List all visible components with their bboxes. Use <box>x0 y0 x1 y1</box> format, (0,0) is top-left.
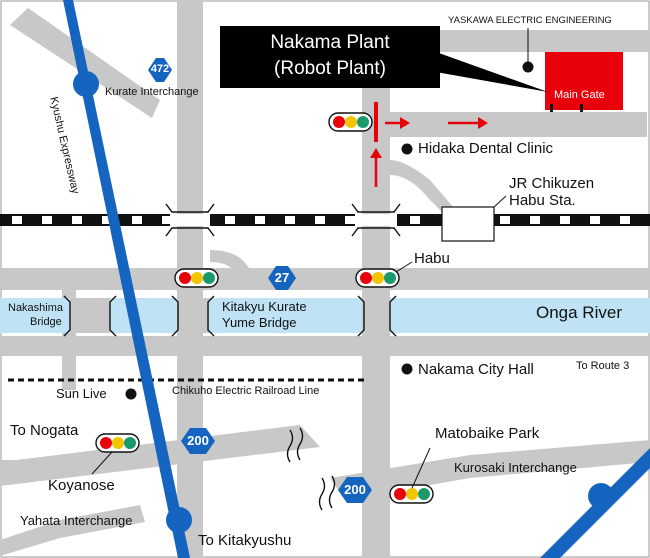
bridge-nakashima <box>70 298 110 333</box>
route-shields <box>148 58 372 503</box>
traffic-light-matobaike <box>389 484 434 504</box>
dot-city-hall <box>401 363 413 375</box>
road-plant-access <box>362 112 647 137</box>
road-top-east <box>440 30 650 52</box>
label-onga-river: Onga River <box>536 303 622 322</box>
shield-472-shape <box>148 58 172 82</box>
callout-title: Nakama Plant <box>270 32 390 53</box>
label-habu: Habu <box>414 250 450 267</box>
kyushu-expressway <box>63 0 190 558</box>
interchange-yahata <box>166 507 192 533</box>
label-main-gate: Main Gate <box>554 89 605 101</box>
interchange-kurate <box>73 71 99 97</box>
poi-dots <box>125 61 534 400</box>
road-curve-habu <box>210 250 250 272</box>
shield-200-east-label: 200 <box>344 482 366 497</box>
label-to-nogata: To Nogata <box>10 422 79 439</box>
dot-dental <box>401 143 413 155</box>
shield-27-shape <box>268 266 296 290</box>
bridge-habu <box>362 298 390 333</box>
jr-railway <box>0 195 650 242</box>
dot-yaskawa <box>522 61 534 73</box>
plant-callout: Nakama Plant (Robot Plant) <box>220 26 440 88</box>
traffic-light-plant <box>328 112 373 132</box>
traffic-light-koyanose <box>95 433 140 453</box>
label-matobaike: Matobaike Park <box>435 425 540 442</box>
label-kitakyu-2: Yume Bridge <box>222 315 297 330</box>
label-kurate-ic: Kurate Interchange <box>105 86 199 98</box>
label-yaskawa: YASKAWA ELECTRIC ENGINEERING <box>448 15 612 26</box>
rail-ties <box>12 216 630 224</box>
label-station-2: Habu Sta. <box>509 192 576 209</box>
shield-27-label: 27 <box>274 270 290 285</box>
road-yahata <box>0 505 145 556</box>
label-kitakyu-1: Kitakyu Kurate <box>222 299 307 314</box>
label-koyanose: Koyanose <box>48 477 115 494</box>
label-to-kitakyushu: To Kitakyushu <box>198 532 292 549</box>
main-gate-building <box>545 52 623 110</box>
label-chikuho: Chikuho Electric Railroad Line <box>172 385 320 397</box>
shield-200-west-shape <box>181 428 215 454</box>
label-yahata-ic: Yahata Interchange <box>20 513 133 528</box>
callout-pointer <box>436 52 548 92</box>
shield-200-west-label: 200 <box>187 433 209 448</box>
bridge-route-472 <box>177 298 209 333</box>
label-city-hall: Nakama City Hall <box>418 361 534 378</box>
traffic-light-habu <box>355 268 400 288</box>
label-kurosaki-ic: Kurosaki Interchange <box>454 460 577 475</box>
road-route-27 <box>0 268 650 290</box>
traffic-light-kurate <box>174 268 219 288</box>
traffic-lights <box>95 112 434 504</box>
label-sun-live: Sun Live <box>56 386 107 401</box>
road-to-station <box>390 160 460 215</box>
label-nakashima-1: Nakashima <box>8 302 64 314</box>
station-building <box>441 206 495 242</box>
leader-lines <box>91 28 529 489</box>
road-south-bank <box>0 336 650 356</box>
label-nakashima-2: Bridge <box>30 316 62 328</box>
label-station-1: JR Chikuzen <box>509 175 595 192</box>
callout-subtitle: (Robot Plant) <box>274 58 386 79</box>
creek-marks <box>286 427 336 511</box>
bridge-brackets <box>63 295 397 337</box>
interchange-kurosaki <box>588 483 614 509</box>
bridges <box>70 298 390 333</box>
shield-472-label: 472 <box>150 63 170 75</box>
plant-route-arrows <box>370 102 488 187</box>
label-dental: Hidaka Dental Clinic <box>418 140 554 157</box>
shield-200-east-shape <box>338 477 372 503</box>
dot-sun-live <box>125 388 137 400</box>
label-to-route3: To Route 3 <box>576 360 630 372</box>
